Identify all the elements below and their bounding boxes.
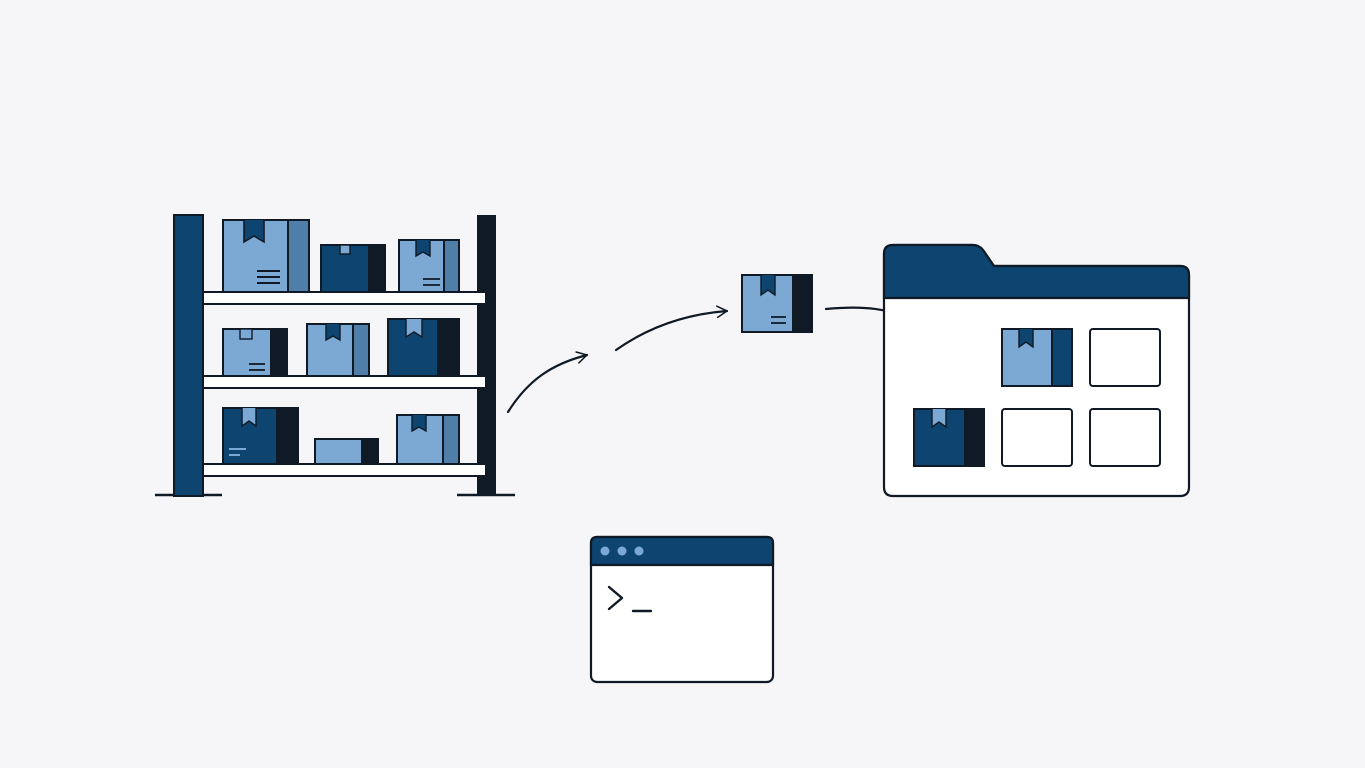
folder-slot-empty xyxy=(1089,328,1161,387)
folder-icon xyxy=(882,243,1191,498)
folder-tab-header xyxy=(882,243,1191,300)
box-icon xyxy=(222,219,310,293)
window-dot xyxy=(617,546,627,556)
shelf-board-middle xyxy=(202,375,487,389)
shelf-board-top xyxy=(202,291,487,305)
shelf-board-bottom xyxy=(202,463,487,477)
flow-arrow-rack-to-midpoint xyxy=(506,351,589,414)
box-icon xyxy=(387,318,460,377)
folder-slot-filled xyxy=(913,408,985,467)
folder-slot-empty xyxy=(1089,408,1161,467)
box-icon xyxy=(314,438,379,465)
box-icon xyxy=(396,414,460,465)
storage-shelf-icon xyxy=(155,214,515,497)
box-icon xyxy=(320,244,386,293)
window-dot xyxy=(600,546,610,556)
flow-arrow-midpoint-to-package xyxy=(614,305,729,352)
prompt-chevron-icon xyxy=(607,585,624,611)
terminal-title-bar xyxy=(589,535,775,567)
terminal-icon xyxy=(589,535,775,684)
box-icon xyxy=(398,239,460,293)
rack-post-right xyxy=(477,215,496,496)
rack-post-left xyxy=(173,214,204,497)
package-icon xyxy=(741,274,813,333)
window-dot xyxy=(634,546,644,556)
box-icon xyxy=(222,328,288,377)
folder-slot-empty xyxy=(1001,408,1073,467)
box-icon xyxy=(306,323,370,377)
folder-slot-filled xyxy=(1001,328,1073,387)
box-icon xyxy=(222,407,299,465)
